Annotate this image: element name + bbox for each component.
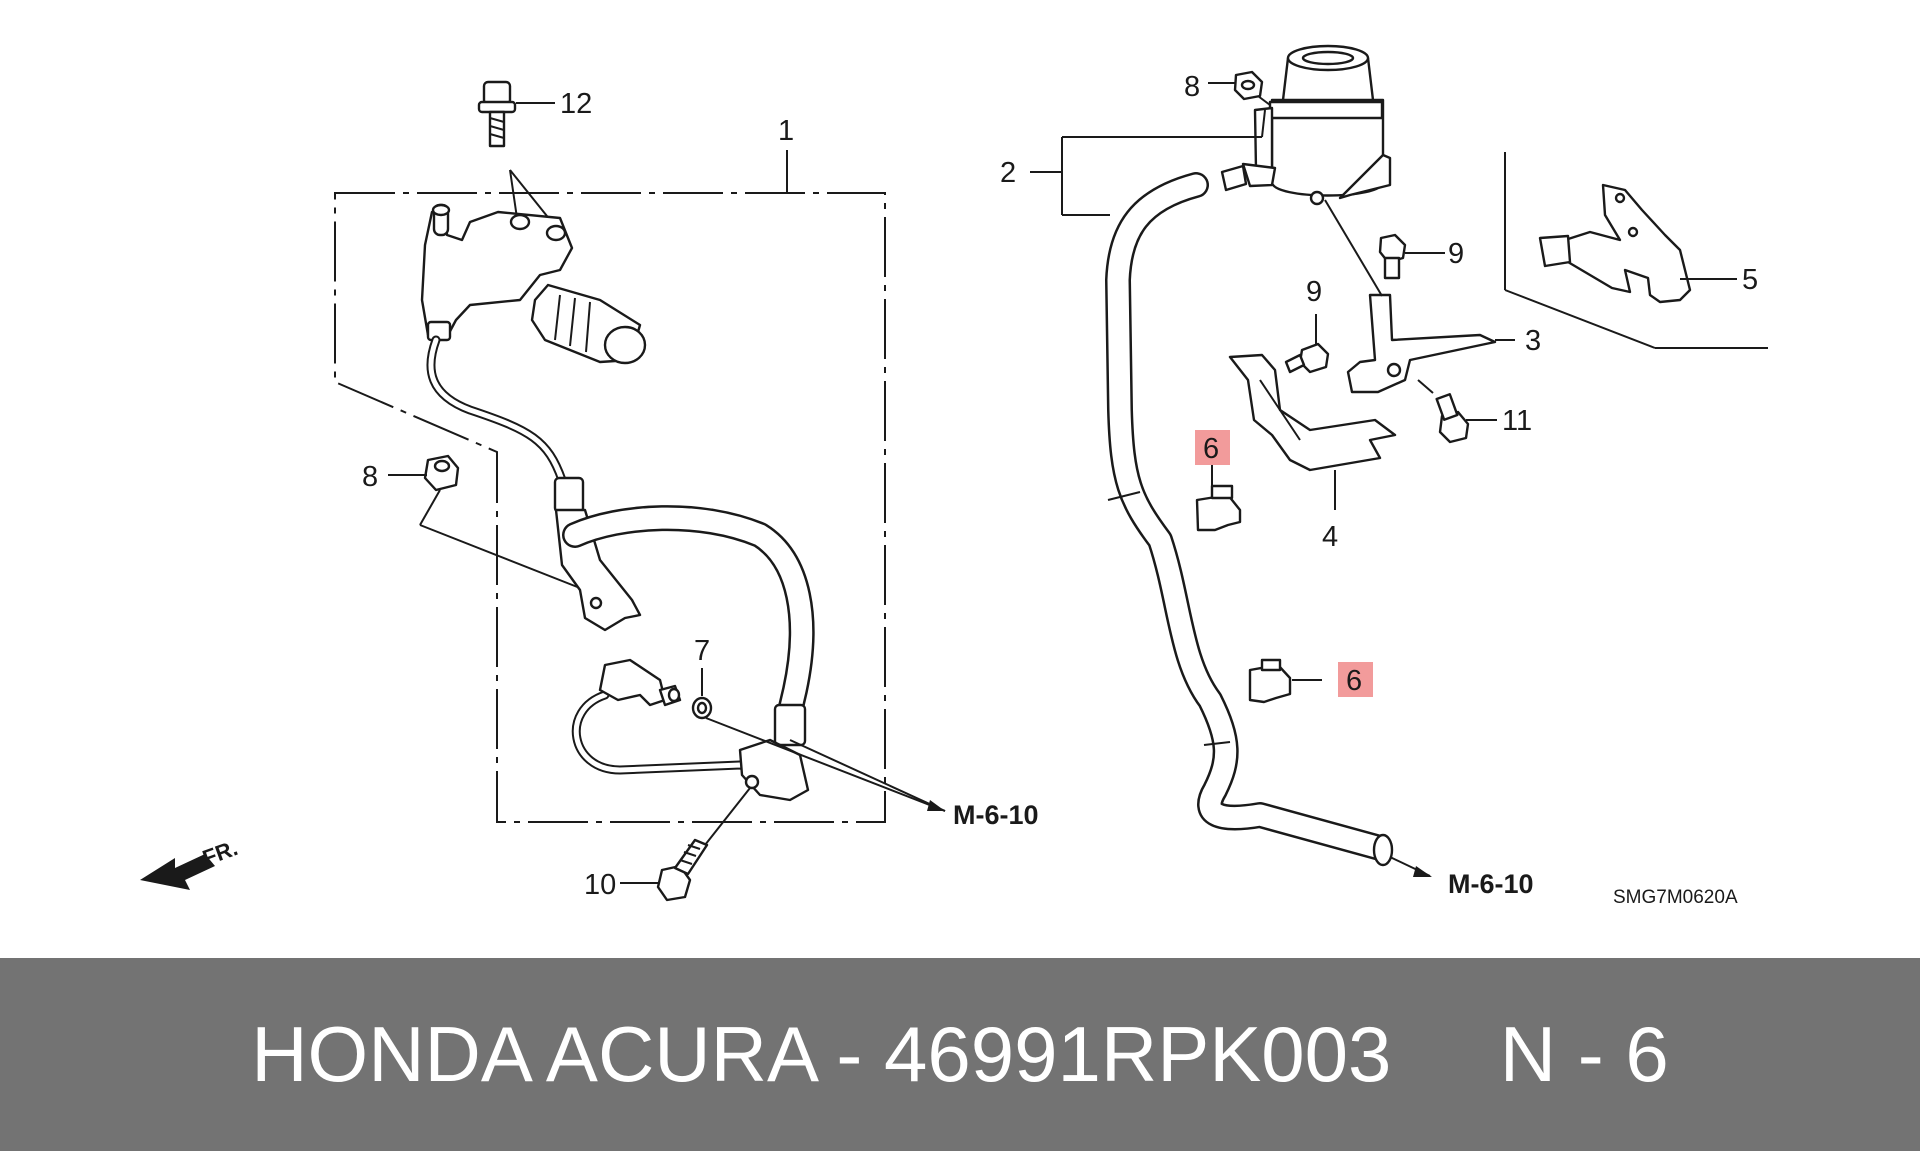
- ref-m-6-10-left: M-6-10: [953, 800, 1039, 830]
- drawing-code: SMG7M0620A: [1613, 887, 1738, 908]
- ref-arrow-right: [1389, 856, 1432, 877]
- footer-banner: HONDA ACURA - 46991RPK003 N - 6: [0, 958, 1920, 1151]
- bolt-12: [477, 80, 564, 237]
- bracket-5: [1538, 183, 1737, 304]
- master-cylinder: [420, 203, 647, 365]
- bolt-10: [620, 787, 751, 902]
- leader-2: [1030, 109, 1266, 216]
- callout-7: 7: [694, 635, 710, 667]
- bracket-4: [1228, 353, 1397, 510]
- footer-title: HONDA ACURA - 46991RPK003 N - 6: [251, 1010, 1669, 1098]
- parts-diagram: FR. 1 12 8 7 10 M-6-10: [140, 44, 1768, 908]
- bolt-11: [1417, 379, 1497, 444]
- clutch-pipe-lower: [571, 658, 765, 775]
- callout-8-right: 8: [1184, 71, 1200, 103]
- nut-8-right: [1208, 70, 1271, 106]
- bracket-5-frame: [1504, 152, 1768, 349]
- assembly-frame: [334, 192, 886, 823]
- highlight-6-upper: [1195, 430, 1230, 465]
- ref-m-6-10-right: M-6-10: [1448, 869, 1534, 899]
- callout-10: 10: [584, 869, 616, 901]
- callout-6-upper: 6: [1203, 433, 1219, 465]
- bolt-9-upper: [1378, 233, 1445, 280]
- nut-8-left: [388, 454, 586, 591]
- callout-9-lower: 9: [1306, 276, 1322, 308]
- callout-11: 11: [1502, 405, 1532, 437]
- clip-6-upper: [1195, 464, 1242, 532]
- highlight-6-lower: [1338, 662, 1373, 697]
- clutch-hose: [562, 505, 815, 747]
- hose-end-upper: [1220, 164, 1248, 192]
- fluid-reservoir: [1241, 44, 1392, 206]
- reservoir-hose: [1105, 172, 1394, 867]
- callout-3: 3: [1525, 325, 1541, 357]
- front-label: FR.: [199, 835, 241, 871]
- callout-8-left: 8: [362, 461, 378, 493]
- callout-6-lower: 6: [1346, 665, 1362, 697]
- hose-joint: [738, 738, 810, 802]
- callout-4: 4: [1322, 521, 1338, 553]
- callout-5: 5: [1742, 264, 1758, 296]
- callout-2: 2: [1000, 157, 1016, 189]
- o-ring-7: [691, 668, 946, 812]
- callout-9-upper: 9: [1448, 238, 1464, 270]
- bolt-9-lower: [1284, 314, 1330, 374]
- clip-6-lower: [1248, 658, 1322, 704]
- bracket-3: [1324, 199, 1515, 394]
- callout-1: 1: [778, 115, 794, 147]
- front-arrow-icon: [140, 854, 215, 890]
- callout-12: 12: [560, 88, 592, 120]
